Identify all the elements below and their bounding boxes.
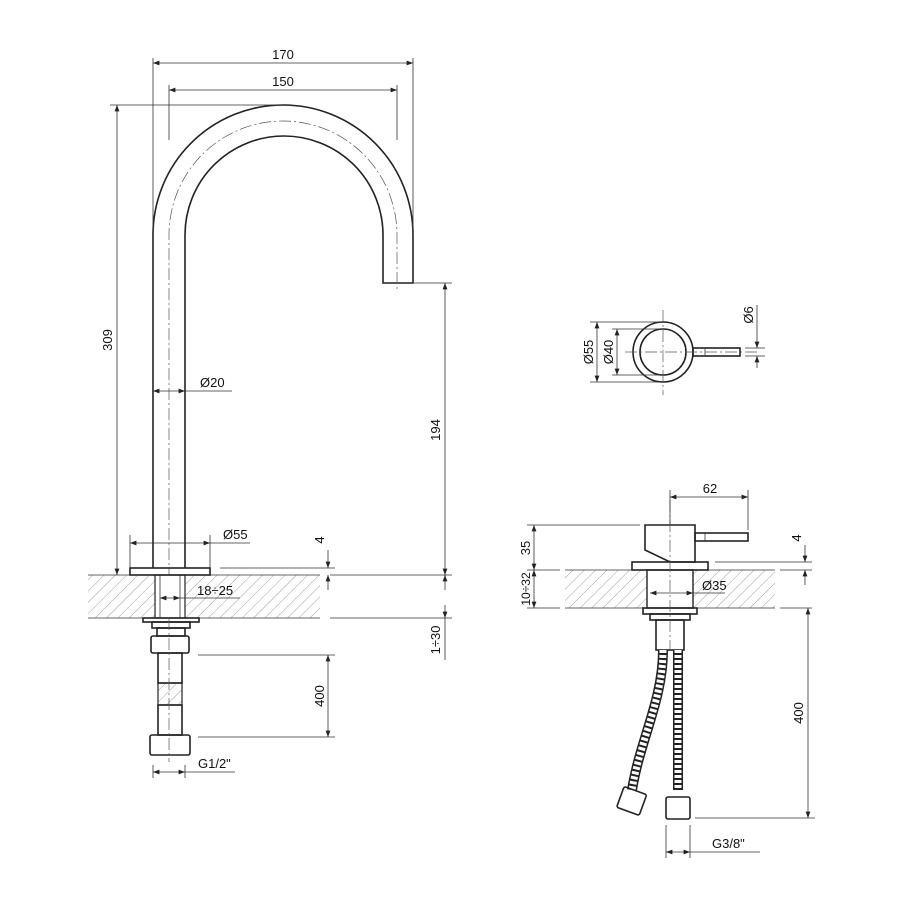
dim-tube-diameter: Ø20 (200, 375, 225, 390)
dim-body-height: 35 (518, 541, 533, 555)
dim-base-thickness: 4 (312, 536, 327, 543)
dim-counter-range: 1÷30 (428, 626, 443, 655)
dim-top-outer: Ø55 (581, 340, 596, 365)
dim-mixer-connection: G3/8" (712, 836, 745, 851)
dim-top-inner: Ø40 (601, 340, 616, 365)
dim-width-inner: 150 (272, 74, 294, 89)
dim-hose-length: 400 (312, 685, 327, 707)
mixer-top-view (590, 305, 765, 395)
dim-height-total: 309 (100, 329, 115, 351)
base-flange (129, 567, 211, 576)
supply-hoses-right (616, 649, 691, 820)
front-dimensions (110, 58, 452, 778)
dim-countertop: 18÷25 (197, 583, 233, 598)
supply-hose-left (142, 617, 200, 762)
dim-mixer-base-thickness: 4 (789, 534, 804, 541)
dim-connection: G1/2" (198, 756, 231, 771)
dim-top-handle: Ø6 (741, 306, 756, 323)
dim-mixer-counter-range: 10÷32 (519, 572, 533, 606)
dim-base-diameter: Ø55 (223, 527, 248, 542)
dim-handle-length: 62 (703, 481, 717, 496)
mixer-dimensions (527, 490, 815, 858)
dim-spout-height: 194 (428, 419, 443, 441)
dim-mixer-hose-length: 400 (791, 702, 806, 724)
dim-width-outer: 170 (272, 47, 294, 62)
dim-hole: Ø35 (702, 578, 727, 593)
spout (152, 104, 414, 600)
